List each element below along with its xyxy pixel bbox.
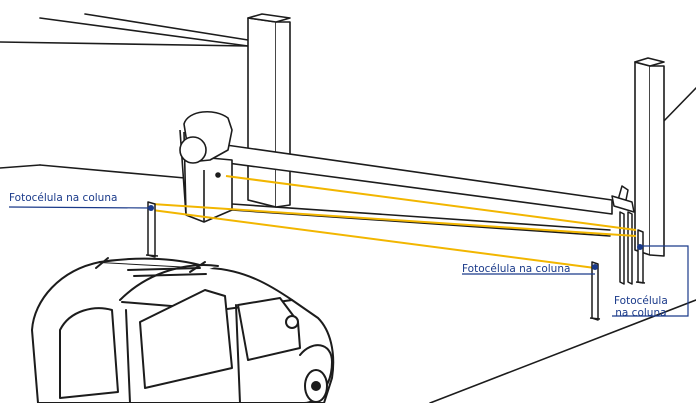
photocell-label-center: Fotocélula na coluna <box>462 263 571 275</box>
left-pillar <box>247 13 291 208</box>
photocell-heads <box>148 205 643 270</box>
photocell-label-right-line1: Fotocélula <box>614 295 668 307</box>
photocell-posts <box>145 201 646 321</box>
photocell-label-left: Fotocélula na coluna <box>9 192 118 204</box>
callout-lines <box>8 206 689 317</box>
right-pillar <box>634 57 665 257</box>
photocell-post-center <box>591 261 599 321</box>
photocell-post-right <box>637 229 644 284</box>
photocell-label-right-line2: na coluna <box>615 307 667 319</box>
photocell-label-right: Fotocélula na coluna <box>614 295 668 319</box>
photocell-post-left <box>147 201 156 258</box>
pickup-truck-illustration <box>31 257 335 403</box>
photocell-beams <box>151 175 637 269</box>
barrier-motor-housing <box>179 111 233 223</box>
